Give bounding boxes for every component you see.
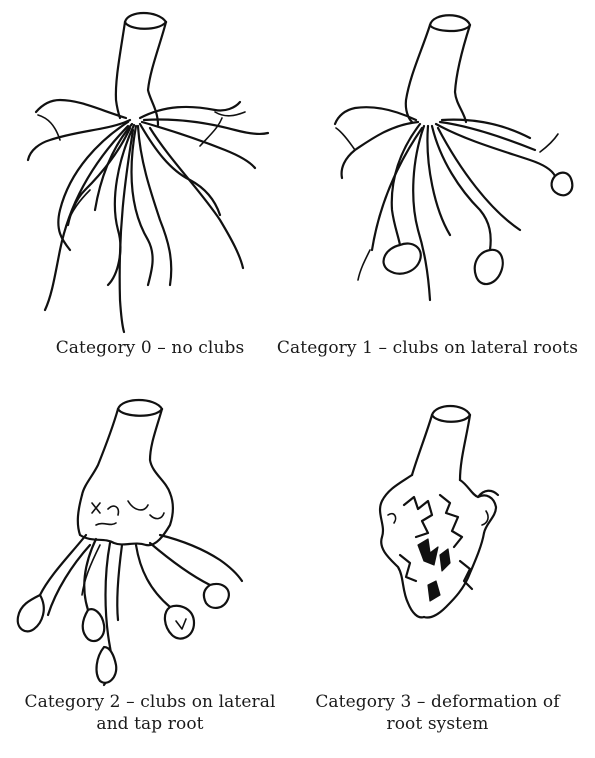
caption-line: Category 3 – deformation of [290,691,585,713]
panel-category-0: Category 0 – no clubs [0,0,300,360]
caption-line: Category 2 – clubs on lateral [0,691,300,713]
caption-category-1: Category 1 – clubs on lateral roots [260,337,595,359]
root-lateral-clubs-icon [300,0,595,340]
caption-line: Category 1 – clubs on lateral roots [260,337,595,359]
caption-line: and tap root [0,713,300,735]
caption-line: Category 0 – no clubs [0,337,300,359]
panel-category-1: Category 1 – clubs on lateral roots [300,0,595,360]
caption-line: root system [290,713,585,735]
root-deformed-icon [300,385,595,685]
root-no-clubs-icon [0,0,300,340]
panel-category-3: Category 3 – deformation of root system [300,385,595,758]
caption-category-2: Category 2 – clubs on lateral and tap ro… [0,691,300,735]
caption-category-0: Category 0 – no clubs [0,337,300,359]
root-lateral-and-tap-clubs-icon [0,385,300,685]
panel-category-2: Category 2 – clubs on lateral and tap ro… [0,385,300,758]
caption-category-3: Category 3 – deformation of root system [290,691,585,735]
